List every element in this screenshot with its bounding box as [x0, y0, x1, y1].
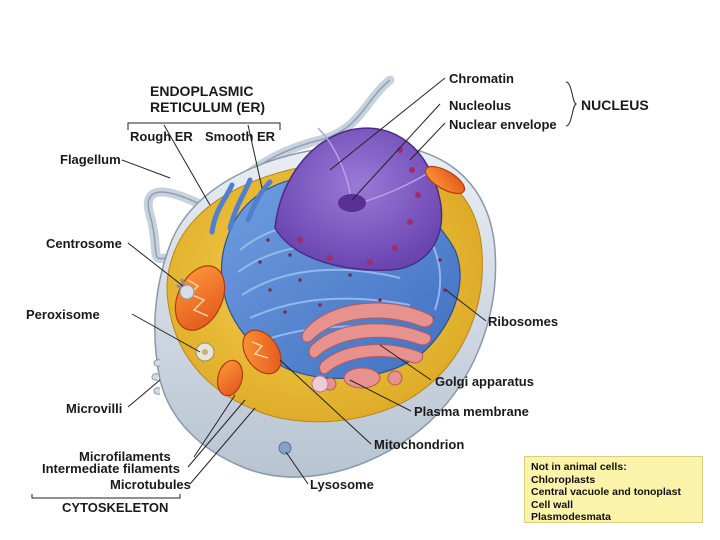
microvilli-shape — [151, 359, 161, 395]
label-nucleus: NUCLEUS — [581, 97, 649, 113]
leader-lines — [121, 77, 487, 485]
lysosome-shape — [311, 375, 329, 393]
label-chromatin: Chromatin — [449, 71, 514, 86]
note-item: Central vacuole and tonoplast — [531, 486, 681, 498]
not-in-animal-cells-box: Not in animal cells: Chloroplasts Centra… — [524, 456, 703, 523]
label-intermediate-filaments: Intermediate filaments — [42, 461, 180, 476]
note-item: Chloroplasts — [531, 473, 596, 486]
label-peroxisome: Peroxisome — [26, 307, 100, 322]
label-mitochondrion: Mitochondrion — [374, 437, 465, 452]
label-golgi-apparatus: Golgi apparatus — [435, 374, 534, 389]
note-item: Cell wall — [531, 498, 574, 511]
label-microfilaments: Microfilaments — [79, 449, 171, 464]
label-flagellum: Flagellum — [60, 152, 121, 167]
label-centrosome: Centrosome — [46, 236, 122, 251]
label-nuclear-envelope: Nuclear envelope — [449, 117, 557, 132]
label-rough-er: Rough ER — [130, 129, 193, 144]
note-title: Not in animal cells: — [531, 461, 627, 473]
label-smooth-er: Smooth ER — [205, 129, 276, 144]
nucleolus-shape — [338, 194, 366, 212]
nucleus-bracket — [565, 81, 578, 127]
cytoskeleton-bracket — [31, 494, 181, 499]
label-microvilli: Microvilli — [66, 401, 123, 416]
label-nucleolus: Nucleolus — [449, 98, 512, 113]
label-ribosomes: Ribosomes — [488, 314, 559, 329]
mitochondria-shapes — [174, 165, 466, 397]
golgi-apparatus-shape — [301, 302, 434, 391]
note-item: Plasmodesmata — [531, 511, 611, 523]
label-plasma-membrane: Plasma membrane — [414, 404, 529, 419]
label-cytoskeleton: CYTOSKELETON — [62, 500, 169, 515]
label-microtubules: Microtubules — [110, 477, 191, 492]
er-heading-line2: RETICULUM (ER) — [150, 99, 266, 115]
er-heading-line1: ENDOPLASMIC — [150, 83, 254, 99]
er-bracket — [127, 122, 281, 130]
label-lysosome: Lysosome — [310, 477, 374, 492]
